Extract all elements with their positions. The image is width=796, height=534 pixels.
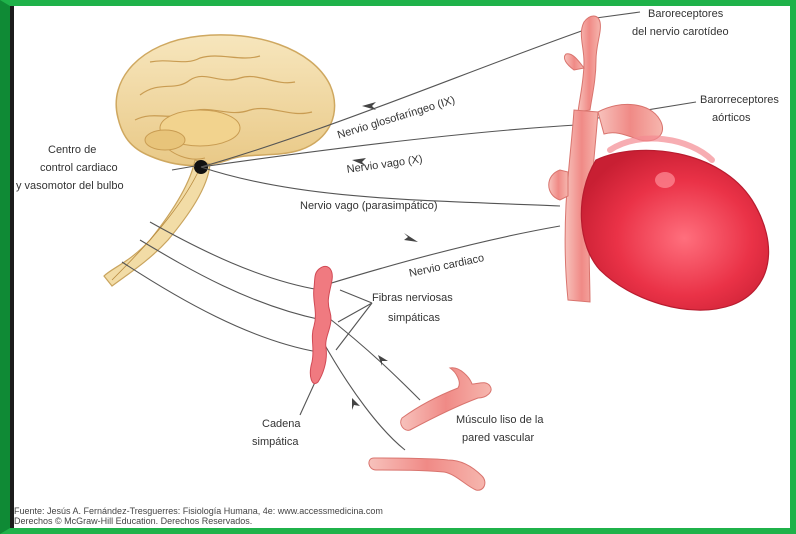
label-fibers-1: Fibras nerviosas [372, 292, 453, 305]
spinal-cord [104, 160, 210, 286]
label-fibers-2: simpáticas [388, 312, 440, 325]
label-center-2: control cardiaco [40, 162, 118, 175]
label-muscle-1: Músculo liso de la [456, 414, 543, 427]
vessel-lower [369, 458, 485, 490]
credit-line-2: Derechos © McGraw-Hill Education. Derech… [14, 516, 383, 526]
label-center-1: Centro de [48, 144, 96, 157]
sympathetic-chain [310, 266, 332, 383]
carotid-vessel [564, 16, 600, 112]
label-vagus-parasympathetic: Nervio vago (parasimpático) [300, 200, 438, 213]
credit-line-1: Fuente: Jesús A. Fernández-Tresguerres: … [14, 506, 383, 516]
label-center-3: y vasomotor del bulbo [16, 180, 124, 193]
source-credit: Fuente: Jesús A. Fernández-Tresguerres: … [14, 506, 383, 526]
label-baro-carotid-1: Baroreceptores [648, 8, 723, 21]
label-muscle-2: pared vascular [462, 432, 534, 445]
heart [549, 104, 769, 310]
label-chain-2: simpática [252, 436, 298, 449]
label-baro-carotid-2: del nervio carotídeo [632, 26, 729, 39]
label-chain-1: Cadena [262, 418, 301, 431]
label-baro-aortic-2: aórticos [712, 112, 751, 125]
brain [116, 35, 334, 166]
label-baro-aortic-1: Barorreceptores [700, 94, 779, 107]
arrows [352, 102, 418, 410]
